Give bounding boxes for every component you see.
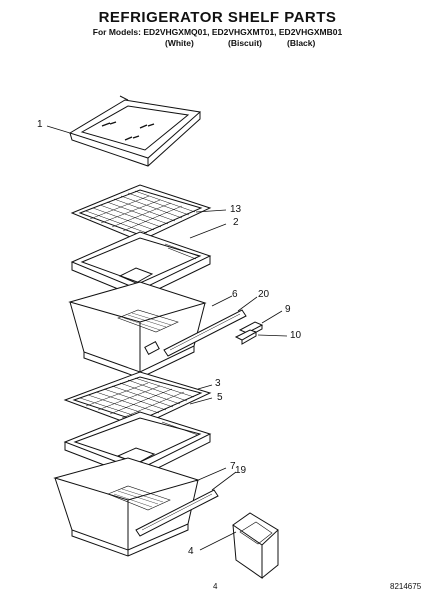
part-crisper-drawer-upper [68, 281, 207, 379]
part-crisper-cover [70, 231, 212, 299]
part-crisper-drawer-lower [53, 457, 200, 557]
part-glass-shelf [68, 95, 202, 167]
callout-6: 6 [232, 289, 238, 300]
part-slide-rail-lower [135, 489, 219, 537]
variant-biscuit: (Biscuit) [228, 38, 262, 48]
part-crisper-cover-lower [63, 411, 212, 479]
callout-19: 19 [235, 465, 247, 476]
leader-lines [46, 125, 288, 551]
document-number: 8214675 [390, 582, 422, 591]
part-shelf-insert-upper [70, 184, 212, 242]
callout-13: 13 [230, 204, 242, 215]
variant-black: (Black) [287, 38, 316, 48]
part-label-card [232, 512, 279, 579]
part-shelf-insert-lower [63, 371, 212, 428]
part-clip-10 [234, 329, 258, 345]
page-title: REFRIGERATOR SHELF PARTS [98, 9, 337, 26]
callout-2: 2 [233, 217, 239, 228]
callout-4: 4 [188, 546, 194, 557]
variant-white: (White) [165, 38, 194, 48]
model-list: For Models: ED2VHGXMQ01, ED2VHGXMT01, ED… [92, 27, 343, 37]
page-number: 4 [213, 582, 218, 591]
callout-9: 9 [285, 304, 291, 315]
part-slide-rail-upper [163, 309, 247, 357]
callout-1: 1 [37, 119, 43, 130]
callout-5: 5 [217, 392, 223, 403]
callout-7: 7 [230, 461, 236, 472]
callout-3: 3 [215, 378, 221, 389]
callout-10: 10 [290, 330, 302, 341]
callout-20: 20 [258, 289, 270, 300]
